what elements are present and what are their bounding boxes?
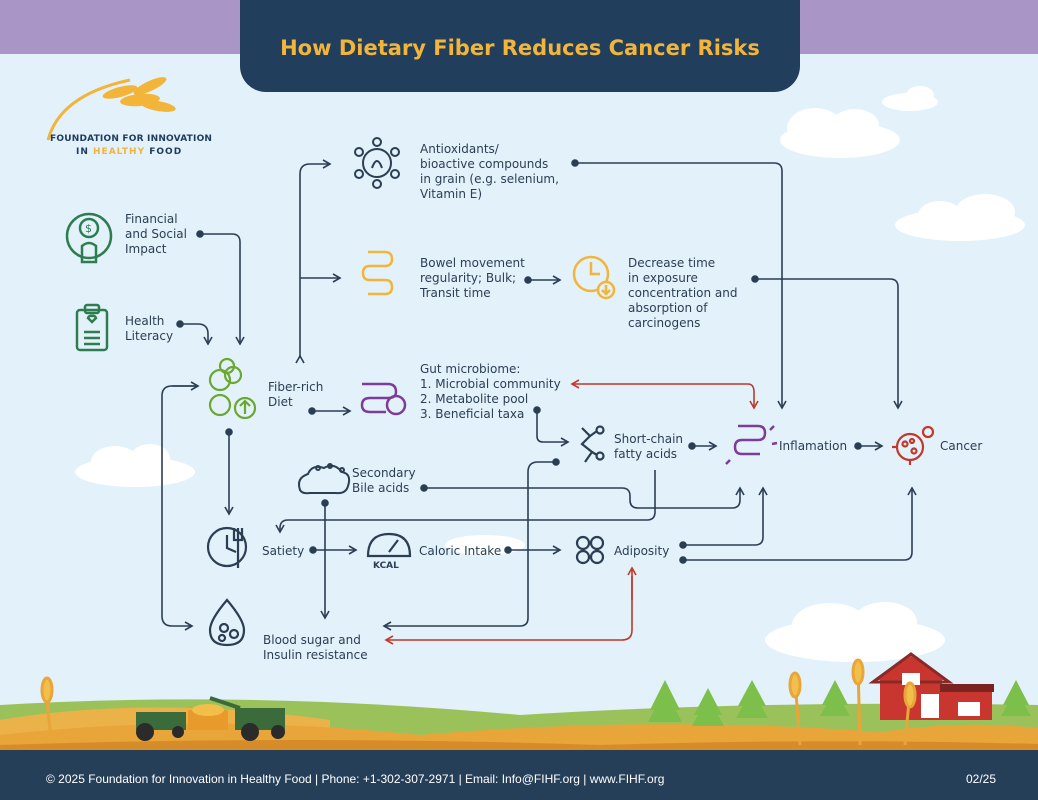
logo-wheat-icon [46, 77, 176, 141]
cloud-decoration [75, 86, 1025, 662]
branch-icon [580, 425, 605, 463]
intestine-icon [361, 250, 394, 296]
gut-icon [360, 382, 407, 416]
node-decrease: Decrease time in exposure concentration … [628, 256, 738, 330]
inflamed-intestine-icon [725, 424, 778, 465]
flow-arrows [161, 159, 917, 631]
logo-line1: FOUNDATION FOR INNOVATION [50, 134, 213, 144]
node-satiety: Satiety [262, 544, 305, 558]
cancer-cell-icon [892, 425, 935, 465]
vegetables-icon [208, 357, 257, 420]
title-box [240, 0, 800, 92]
logo-food: FOOD [145, 147, 183, 157]
node-literacy: Health Literacy [125, 314, 174, 343]
footer-bar [0, 750, 1038, 800]
node-bile: Secondary Bile acids [352, 466, 416, 495]
node-financial: Financial and Social Impact [125, 212, 187, 256]
node-gut: Gut microbiome: 1. Microbial community 2… [420, 362, 561, 421]
page-title: How Dietary Fiber Reduces Cancer Risks [280, 36, 760, 60]
logo-healthy: HEALTHY [93, 147, 146, 157]
node-cancer: Cancer [940, 439, 983, 453]
clock-icon [572, 255, 616, 300]
node-caloric: Caloric Intake [419, 544, 502, 558]
money-person-icon: $ [65, 212, 113, 264]
node-bowel: Bowel movement regularity; Bulk; Transit… [420, 256, 525, 300]
blood-drop-icon [208, 598, 246, 647]
calorie-gauge-icon [366, 532, 412, 558]
page-number: 02/25 [966, 772, 997, 786]
footer-contact: © 2025 Foundation for Innovation in Heal… [46, 772, 665, 786]
svg-text:$: $ [85, 222, 92, 235]
node-antioxidants: Antioxidants/ bioactive compounds in gra… [420, 142, 559, 201]
plate-clock-icon [206, 526, 248, 568]
logo-in: IN [76, 147, 94, 157]
node-scfa: Short-chain fatty acids [614, 432, 684, 461]
logo-line2: IN HEALTHY FOOD [76, 147, 182, 157]
kcal-label: KCAL [373, 561, 399, 571]
node-fiber: Fiber-rich Diet [268, 380, 324, 409]
node-blood: Blood sugar and Insulin resistance [263, 633, 368, 662]
fat-cells-icon [575, 535, 605, 565]
molecule-icon [354, 137, 400, 189]
node-inflammation: Inflamation [779, 439, 848, 453]
landscape-decoration [0, 652, 1038, 752]
feedback-arrows [384, 379, 759, 645]
node-adiposity: Adiposity [614, 544, 670, 558]
clipboard-icon [75, 303, 109, 352]
cloud-bile-icon [298, 463, 351, 495]
